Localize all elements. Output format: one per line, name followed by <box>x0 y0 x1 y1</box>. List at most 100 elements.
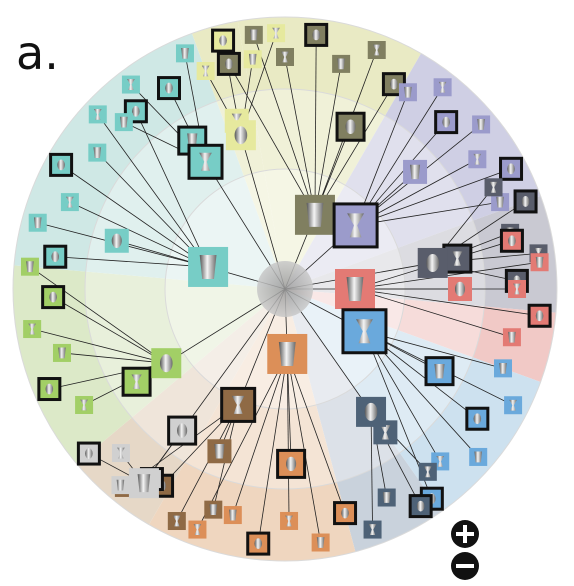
sector <box>140 289 361 561</box>
thumbnail-node[interactable] <box>188 246 229 287</box>
thumbnail-node[interactable] <box>494 359 513 378</box>
thumbnail-node[interactable] <box>211 28 236 53</box>
thumbnail-node[interactable] <box>311 533 330 552</box>
thumbnail-node[interactable] <box>341 308 388 355</box>
thumbnail-node[interactable] <box>504 396 523 415</box>
plus-circle-icon <box>451 520 479 548</box>
thumbnail-node[interactable] <box>335 269 375 309</box>
thumbnail-node[interactable] <box>75 396 94 414</box>
thumbnail-node[interactable] <box>52 343 71 362</box>
thumbnail-node[interactable] <box>43 244 68 269</box>
thumbnail-node[interactable] <box>187 143 224 180</box>
thumbnail-node[interactable] <box>424 356 455 387</box>
thumbnail-node[interactable] <box>196 61 215 80</box>
thumbnail-node[interactable] <box>41 285 66 310</box>
thumbnail-node[interactable] <box>121 366 152 397</box>
thumbnail-node[interactable] <box>111 476 130 495</box>
thumbnail-node[interactable] <box>114 113 133 132</box>
root-node <box>257 261 313 317</box>
ring <box>12 16 558 562</box>
tree-edge <box>370 411 373 530</box>
thumbnail-node[interactable] <box>502 328 521 347</box>
thumbnail-node[interactable] <box>465 406 490 431</box>
thumbnail-node[interactable] <box>433 78 452 97</box>
thumbnail-node[interactable] <box>246 531 271 556</box>
thumbnail-node[interactable] <box>332 202 379 249</box>
thumbnail-node[interactable] <box>111 444 130 463</box>
thumbnail-node[interactable] <box>157 76 181 101</box>
thumbnail-node[interactable] <box>472 115 491 134</box>
thumbnail-node[interactable] <box>276 448 307 479</box>
thumbnail-node[interactable] <box>207 439 232 464</box>
thumbnail-node[interactable] <box>304 22 329 47</box>
thumbnail-node[interactable] <box>530 253 549 272</box>
thumbnail-node[interactable] <box>267 333 308 374</box>
thumbnail-node[interactable] <box>403 159 428 184</box>
thumbnail-node[interactable] <box>408 494 433 519</box>
thumbnail-node[interactable] <box>469 447 488 466</box>
thumbnail-node[interactable] <box>434 110 459 135</box>
thumbnail-node[interactable] <box>332 54 351 73</box>
thumbnail-node[interactable] <box>20 257 39 276</box>
thumbnail-node[interactable] <box>49 152 74 177</box>
thumbnail-node[interactable] <box>167 512 186 531</box>
thumbnail-node[interactable] <box>267 24 286 43</box>
tree-edge <box>29 266 167 364</box>
thumbnail-node[interactable] <box>417 247 448 278</box>
thumbnail-node[interactable] <box>225 120 256 151</box>
thumbnail-node[interactable] <box>128 468 159 499</box>
thumbnail-node[interactable] <box>223 506 242 525</box>
thumbnail-node[interactable] <box>333 501 358 526</box>
thumbnail-node[interactable] <box>335 111 366 142</box>
thumbnail-node[interactable] <box>23 320 42 339</box>
tree-edge <box>314 34 317 215</box>
thumbnail-node[interactable] <box>243 50 262 69</box>
thumbnail-node[interactable] <box>363 520 382 539</box>
tree-edge <box>286 353 290 521</box>
tree-edge <box>60 164 209 268</box>
tree-edge <box>257 353 288 544</box>
thumbnail-node[interactable] <box>280 511 299 530</box>
thumbnail-node[interactable] <box>76 441 101 466</box>
tree-edge <box>253 34 316 215</box>
thumbnail-node[interactable] <box>448 277 472 301</box>
thumbnail-node[interactable] <box>499 228 524 253</box>
thumbnail-node[interactable] <box>88 143 107 162</box>
thumbnail-node[interactable] <box>294 194 335 235</box>
thumbnail-node[interactable] <box>491 193 510 212</box>
thumbnail-node[interactable] <box>175 44 194 63</box>
thumbnail-node[interactable] <box>167 415 198 446</box>
tree-edge <box>314 83 395 216</box>
zoom-out-button[interactable] <box>449 550 481 582</box>
thumbnail-node[interactable] <box>377 488 396 507</box>
thumbnail-node[interactable] <box>244 25 263 44</box>
thumbnail-node[interactable] <box>398 83 417 102</box>
thumbnail-node[interactable] <box>104 228 129 253</box>
thumbnail-node[interactable] <box>367 41 386 60</box>
thumbnail-node[interactable] <box>484 178 503 197</box>
thumbnail-node[interactable] <box>499 156 524 181</box>
thumbnail-node[interactable] <box>276 48 294 66</box>
thumbnail-node[interactable] <box>216 51 241 76</box>
thumbnail-node[interactable] <box>468 150 487 169</box>
thumbnail-node[interactable] <box>527 303 552 328</box>
tree-edge <box>286 353 346 514</box>
thumbnail-node[interactable] <box>28 213 47 232</box>
thumbnail-node[interactable] <box>220 386 257 423</box>
thumbnail-node[interactable] <box>60 193 79 212</box>
thumbnail-node[interactable] <box>121 75 140 94</box>
tree-edge <box>97 114 209 268</box>
thumbnail-node[interactable] <box>513 189 538 214</box>
thumbnail-node[interactable] <box>188 520 207 539</box>
tree-edge <box>286 353 322 543</box>
thumbnail-node[interactable] <box>418 462 437 481</box>
thumbnail-node[interactable] <box>356 396 387 427</box>
thumbnail-node[interactable] <box>88 105 107 124</box>
thumbnail-node[interactable] <box>204 500 223 519</box>
zoom-in-button[interactable] <box>449 518 481 550</box>
thumbnail-node[interactable] <box>151 348 182 379</box>
panel-label: a. <box>16 26 59 80</box>
thumbnail-node[interactable] <box>37 377 62 402</box>
thumbnail-node[interactable] <box>508 280 526 298</box>
